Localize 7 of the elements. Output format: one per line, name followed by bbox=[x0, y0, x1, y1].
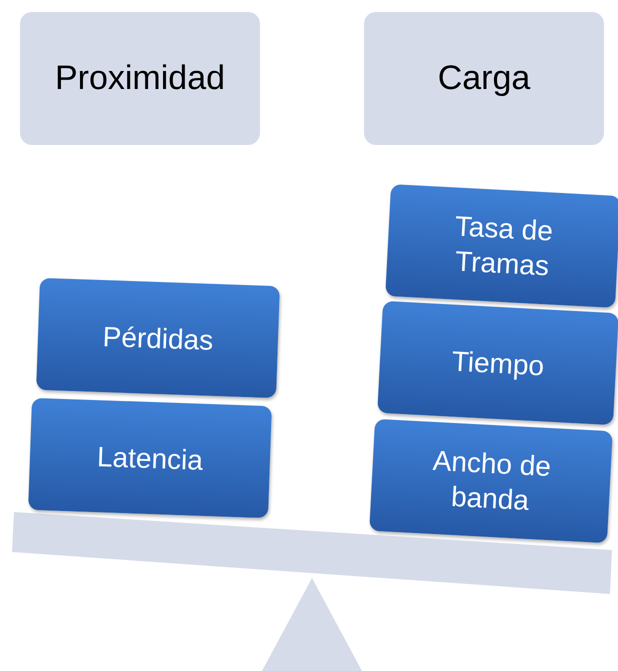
weight-block: Tiempo bbox=[377, 300, 618, 426]
weight-block: Ancho de banda bbox=[369, 418, 613, 544]
weight-block: Tasa de Tramas bbox=[385, 184, 618, 308]
category-box: Carga bbox=[364, 12, 604, 145]
weight-block: Latencia bbox=[28, 398, 272, 518]
category-box: Proximidad bbox=[20, 12, 260, 145]
weight-block: Pérdidas bbox=[36, 278, 280, 398]
